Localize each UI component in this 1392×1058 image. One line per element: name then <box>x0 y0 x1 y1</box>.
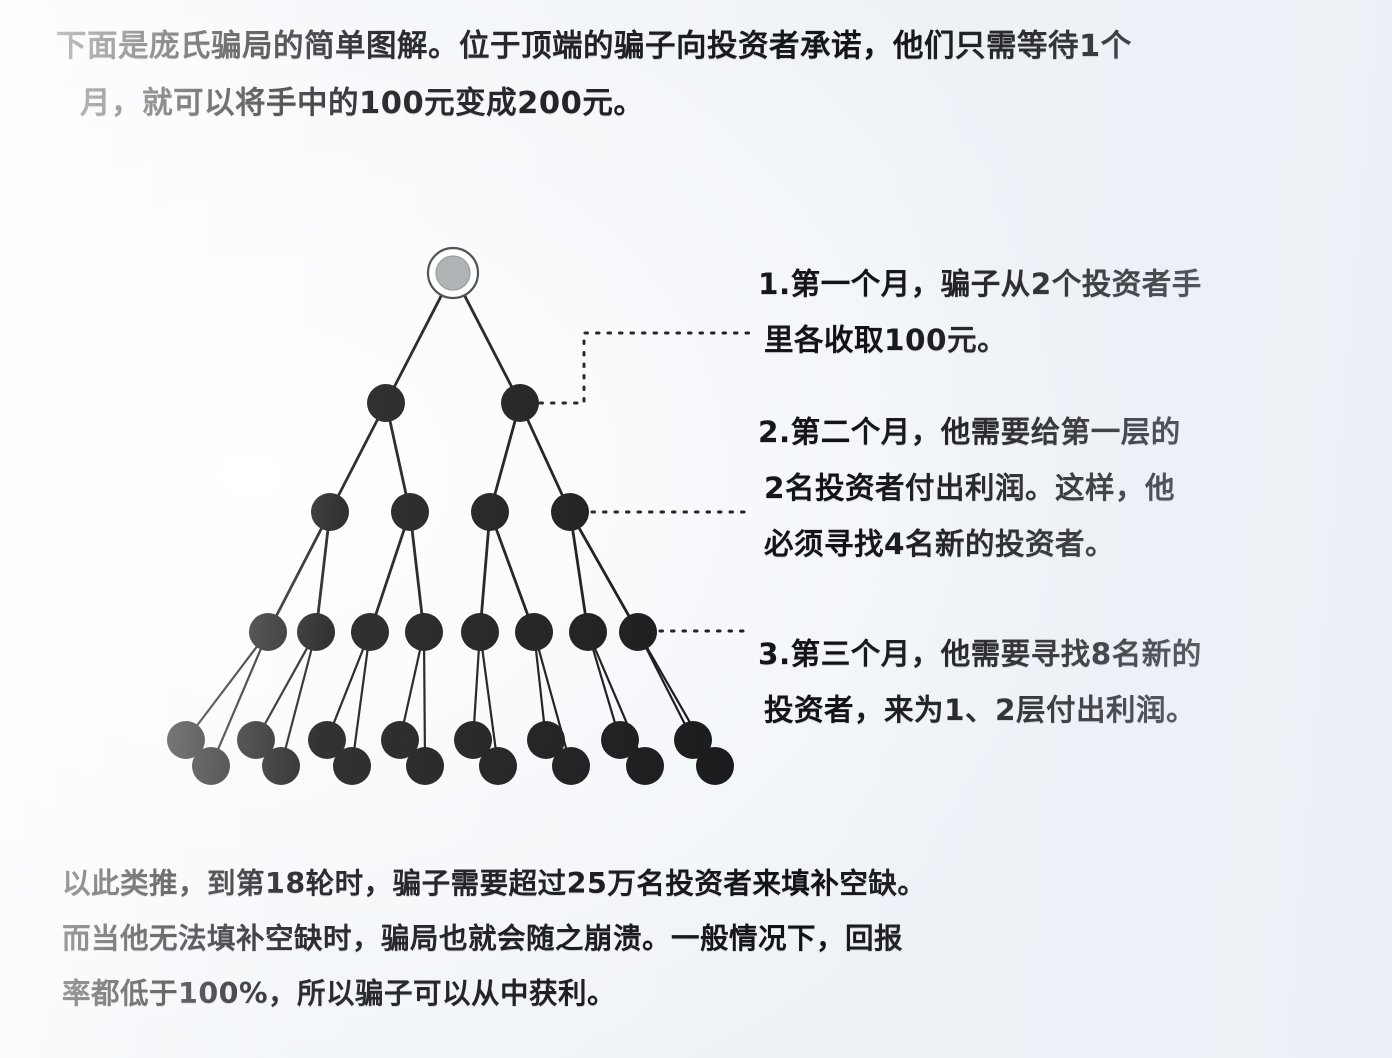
investor-node-level-2 <box>551 493 589 531</box>
investor-node-level-3 <box>249 613 287 651</box>
outro-line-2: 而当他无法填补空缺时，骗局也就会随之崩溃。一般情况下，回报 <box>62 922 904 955</box>
pyramid-edge <box>388 419 408 496</box>
pyramid-edge <box>284 648 313 750</box>
note-block-2: 2.第二个月，他需要给第一层的 2名投资者付出利润。这样，他 必须寻找4名新的投… <box>758 404 1318 572</box>
note-block-3: 3.第三个月，他需要寻找8名新的 投资者，来为1、2层付出利润。 <box>758 626 1318 738</box>
note-1-line-1: 1.第一个月，骗子从2个投资者手 <box>758 267 1202 301</box>
investor-node-level-2 <box>311 493 349 531</box>
investor-node-level-4 <box>167 721 205 759</box>
investor-node-level-3 <box>569 613 607 651</box>
note-2-line-1: 2.第二个月，他需要给第一层的 <box>758 415 1181 449</box>
investor-node-level-4 <box>381 721 419 759</box>
root-node-fraudster <box>435 255 471 291</box>
outro-line-1: 以此类推，到第18轮时，骗子需要超过25万名投资者来填补空缺。 <box>62 867 927 900</box>
pyramid-edge <box>423 648 426 750</box>
pyramid-edge <box>458 285 514 389</box>
investor-node-level-3 <box>405 613 443 651</box>
pyramid-edge <box>526 417 564 498</box>
pyramid-nodes <box>167 246 734 785</box>
note-1-line-2: 里各收取100元。 <box>764 323 1008 357</box>
pyramid-edge <box>332 647 365 725</box>
pyramid-edge <box>336 417 380 498</box>
pyramid-edge <box>374 527 406 617</box>
investor-node-level-4 <box>527 721 565 759</box>
note-3-line-1: 3.第三个月，他需要寻找8名新的 <box>758 637 1202 671</box>
investor-node-level-3 <box>297 613 335 651</box>
pyramid-edge <box>591 648 617 724</box>
pyramid-edge <box>593 647 640 751</box>
investor-node-level-4 <box>308 721 346 759</box>
pyramid-edge <box>571 528 587 616</box>
investor-node-level-3 <box>619 613 657 651</box>
pyramid-edge <box>577 526 631 618</box>
investor-node-level-1 <box>501 384 539 422</box>
pyramid-edge <box>480 528 490 616</box>
investor-node-level-4 <box>601 721 639 759</box>
pyramid-edge <box>410 528 424 616</box>
pyramid-edge <box>263 646 309 726</box>
intro-line-1: 下面是庞氏骗局的简单图解。位于顶端的骗子向投资者承诺，他们只需等待1个 <box>56 29 1132 64</box>
investor-node-level-4 <box>454 721 492 759</box>
investor-node-level-4 <box>626 747 664 785</box>
intro-paragraph: 下面是庞氏骗局的简单图解。位于顶端的骗子向投资者承诺，他们只需等待1个 月，就可… <box>56 18 1336 132</box>
investor-node-level-4 <box>237 721 275 759</box>
intro-line-2: 月，就可以将手中的100元变成200元。 <box>80 86 645 121</box>
pyramid-edge <box>216 647 263 751</box>
pyramid-edge <box>195 645 259 727</box>
investor-node-level-4 <box>479 747 517 785</box>
pyramid-edge <box>534 648 546 724</box>
pyramid-edge <box>473 648 480 724</box>
pyramid-edge <box>494 527 530 617</box>
pyramid-edge <box>353 648 369 750</box>
investor-node-level-1 <box>367 384 405 422</box>
investor-node-level-3 <box>515 613 553 651</box>
root-node-outer-ring <box>426 246 480 300</box>
investor-node-level-3 <box>351 613 389 651</box>
pyramid-edge <box>645 646 686 726</box>
investor-node-level-4 <box>406 747 444 785</box>
investor-node-level-3 <box>461 613 499 651</box>
pyramid-edge <box>274 526 324 618</box>
investor-node-level-4 <box>696 747 734 785</box>
investor-node-level-4 <box>262 747 300 785</box>
note-3-line-2: 投资者，来为1、2层付出利润。 <box>764 693 1197 727</box>
pyramid-edge <box>493 418 517 497</box>
pyramid-edge <box>481 648 497 750</box>
pyramid-edge <box>392 285 448 389</box>
pyramid-edge <box>402 648 422 724</box>
investor-node-level-4 <box>674 721 712 759</box>
note-2-line-2: 2名投资者付出利润。这样，他 <box>764 471 1176 505</box>
pyramid-edge <box>316 528 330 616</box>
investor-node-level-4 <box>192 747 230 785</box>
note-block-1: 1.第一个月，骗子从2个投资者手 里各收取100元。 <box>758 256 1318 368</box>
outro-paragraph: 以此类推，到第18轮时，骗子需要超过25万名投资者来填补空缺。 而当他无法填补空… <box>62 856 1352 1021</box>
pyramid-edge <box>537 648 568 750</box>
investor-node-level-2 <box>391 493 429 531</box>
pyramid-edges <box>195 285 708 752</box>
investor-node-level-4 <box>333 747 371 785</box>
pyramid-callout-lines <box>538 331 754 633</box>
note-2-line-3: 必须寻找4名新的投资者。 <box>764 527 1116 561</box>
investor-node-level-4 <box>552 747 590 785</box>
investor-node-level-2 <box>471 493 509 531</box>
pyramid-edge <box>645 646 708 752</box>
callout-level-1 <box>538 331 754 405</box>
outro-line-3: 率都低于100%，所以骗子可以从中获利。 <box>62 977 617 1010</box>
